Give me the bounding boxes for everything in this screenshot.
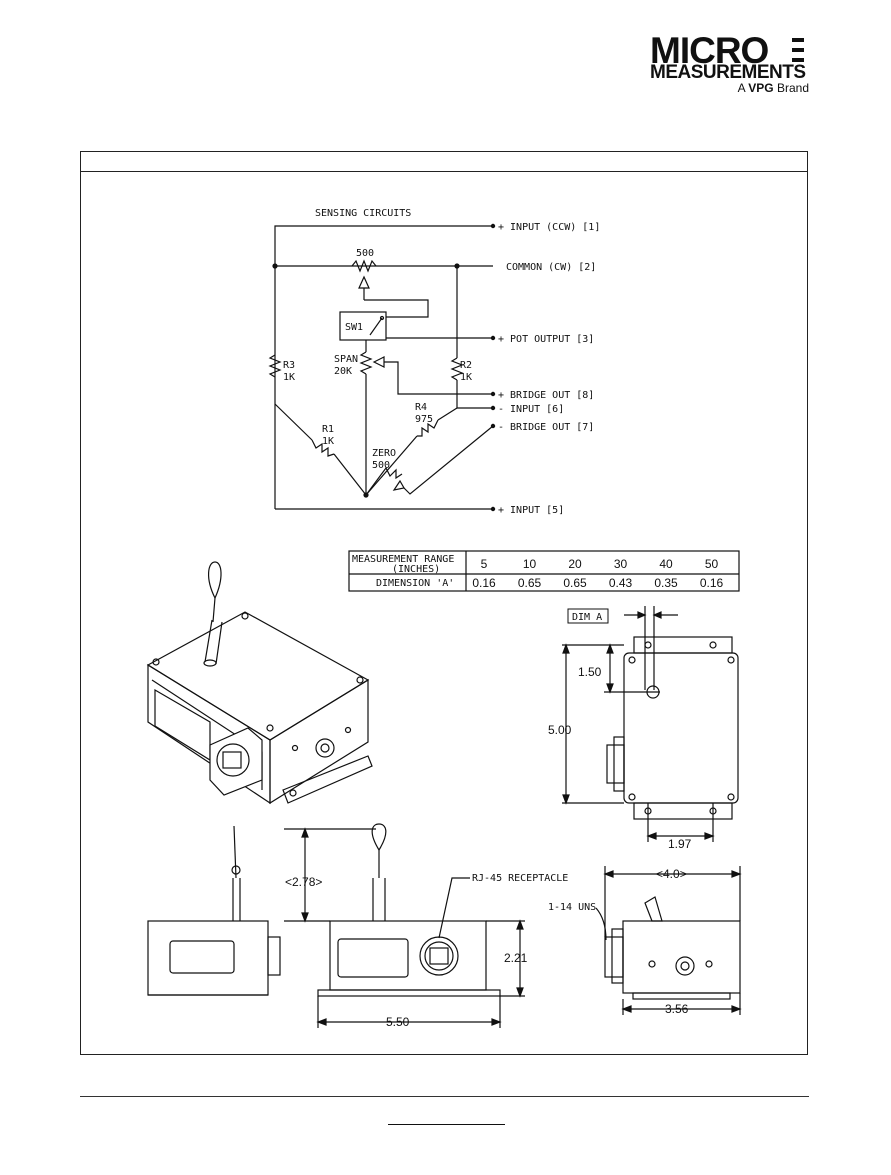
page-bottom-rule <box>80 1096 809 1097</box>
brand-tagline-suffix: Brand <box>776 81 809 95</box>
brand-logo-bars-icon <box>792 38 804 62</box>
r3-value: 1K <box>283 372 295 383</box>
pin-input-ccw: + INPUT (CCW) [1] <box>498 222 600 233</box>
schematic-labels: SENSING CIRCUITS + INPUT (CCW) [1] COMMO… <box>283 208 600 516</box>
range-table-grid <box>348 550 740 592</box>
top-view <box>562 606 739 842</box>
r2-name: R2 <box>460 360 472 371</box>
dim-body-height: 2.21 <box>504 951 528 965</box>
isometric-enclosure-view <box>146 561 373 805</box>
footer-underline <box>388 1124 505 1125</box>
r3-name: R3 <box>283 360 295 371</box>
range-table-text: MEASUREMENT RANGE (INCHES) DIMENSION 'A' <box>352 554 454 589</box>
r1-value: 1K <box>322 436 334 447</box>
pin-bridge-out-neg: - BRIDGE OUT [7] <box>498 422 594 433</box>
range-cell: 30 <box>614 557 628 571</box>
dim-a-label: DIM A <box>572 612 602 623</box>
range-cell: 50 <box>705 557 719 571</box>
pot-value: 500 <box>356 248 374 259</box>
pin-bridge-out-pos: + BRIDGE OUT [8] <box>498 390 594 401</box>
pin-input-pos: + INPUT [5] <box>498 505 564 516</box>
range-cell: 5 <box>481 557 488 571</box>
zero-value: 500 <box>372 460 390 471</box>
span-name: SPAN <box>334 354 358 365</box>
range-table-cells: 5 0.16 10 0.65 20 0.65 30 0.43 40 0.35 50 0.16 <box>472 557 723 590</box>
sensing-circuit-schematic <box>268 223 496 512</box>
dimension-a-cell: 0.16 <box>472 576 496 590</box>
front-view <box>284 823 525 1028</box>
side-view-right <box>595 866 742 1015</box>
range-cell: 40 <box>659 557 673 571</box>
drawing-frame-header-rule <box>80 171 808 172</box>
span-value: 20K <box>334 366 352 377</box>
dim-height: 5.00 <box>548 723 572 737</box>
dim-thread: 1-14 UNS <box>548 902 596 913</box>
brand-tagline: A VPG Brand <box>738 82 809 94</box>
side-view-left <box>147 825 281 996</box>
pin-input-neg: - INPUT [6] <box>498 404 564 415</box>
dim-depth-overall: <4.0> <box>656 867 687 881</box>
dim-rj45-label: RJ-45 RECEPTACLE <box>472 873 568 884</box>
brand-tagline-vpg: VPG <box>748 81 774 95</box>
table-row-label: DIMENSION 'A' <box>376 578 454 589</box>
dim-width: 5.50 <box>386 1015 410 1029</box>
dimension-a-cell: 0.65 <box>518 576 542 590</box>
range-cell: 10 <box>523 557 537 571</box>
table-header-line2: (INCHES) <box>392 564 440 575</box>
range-cell: 20 <box>568 557 582 571</box>
zero-name: ZERO <box>372 448 396 459</box>
r4-name: R4 <box>415 402 427 413</box>
brand-logo: MICRO MEASUREMENTS A VPG Brand <box>650 32 815 96</box>
pin-common-cw: COMMON (CW) [2] <box>506 262 596 273</box>
dim-a-box <box>567 608 609 624</box>
dim-wire-height: <2.78> <box>285 875 322 889</box>
pin-pot-output: + POT OUTPUT [3] <box>498 334 594 345</box>
brand-logo-measurements: MEASUREMENTS <box>650 62 806 83</box>
dim-hole-spacing: 1.97 <box>668 837 692 851</box>
r1-name: R1 <box>322 424 334 435</box>
dimension-a-cell: 0.35 <box>654 576 678 590</box>
dimension-labels: DIM A 1.50 5.00 1.97 <2.78> RJ-45 RECEPT… <box>285 608 692 1029</box>
schematic-title: SENSING CIRCUITS <box>315 208 411 219</box>
brand-logo-micro: MICRO <box>650 30 769 71</box>
dimension-a-cell: 0.16 <box>700 576 724 590</box>
r4-value: 975 <box>415 414 433 425</box>
dimension-a-cell: 0.43 <box>609 576 633 590</box>
brand-tagline-prefix: A <box>737 81 745 95</box>
r2-value: 1K <box>460 372 472 383</box>
switch-label: SW1 <box>345 322 363 333</box>
dim-top-offset: 1.50 <box>578 665 602 679</box>
drawing-frame <box>80 151 808 1055</box>
table-header-line1: MEASUREMENT RANGE <box>352 554 454 565</box>
dimension-a-cell: 0.65 <box>563 576 587 590</box>
dim-depth: 3.56 <box>665 1002 689 1016</box>
